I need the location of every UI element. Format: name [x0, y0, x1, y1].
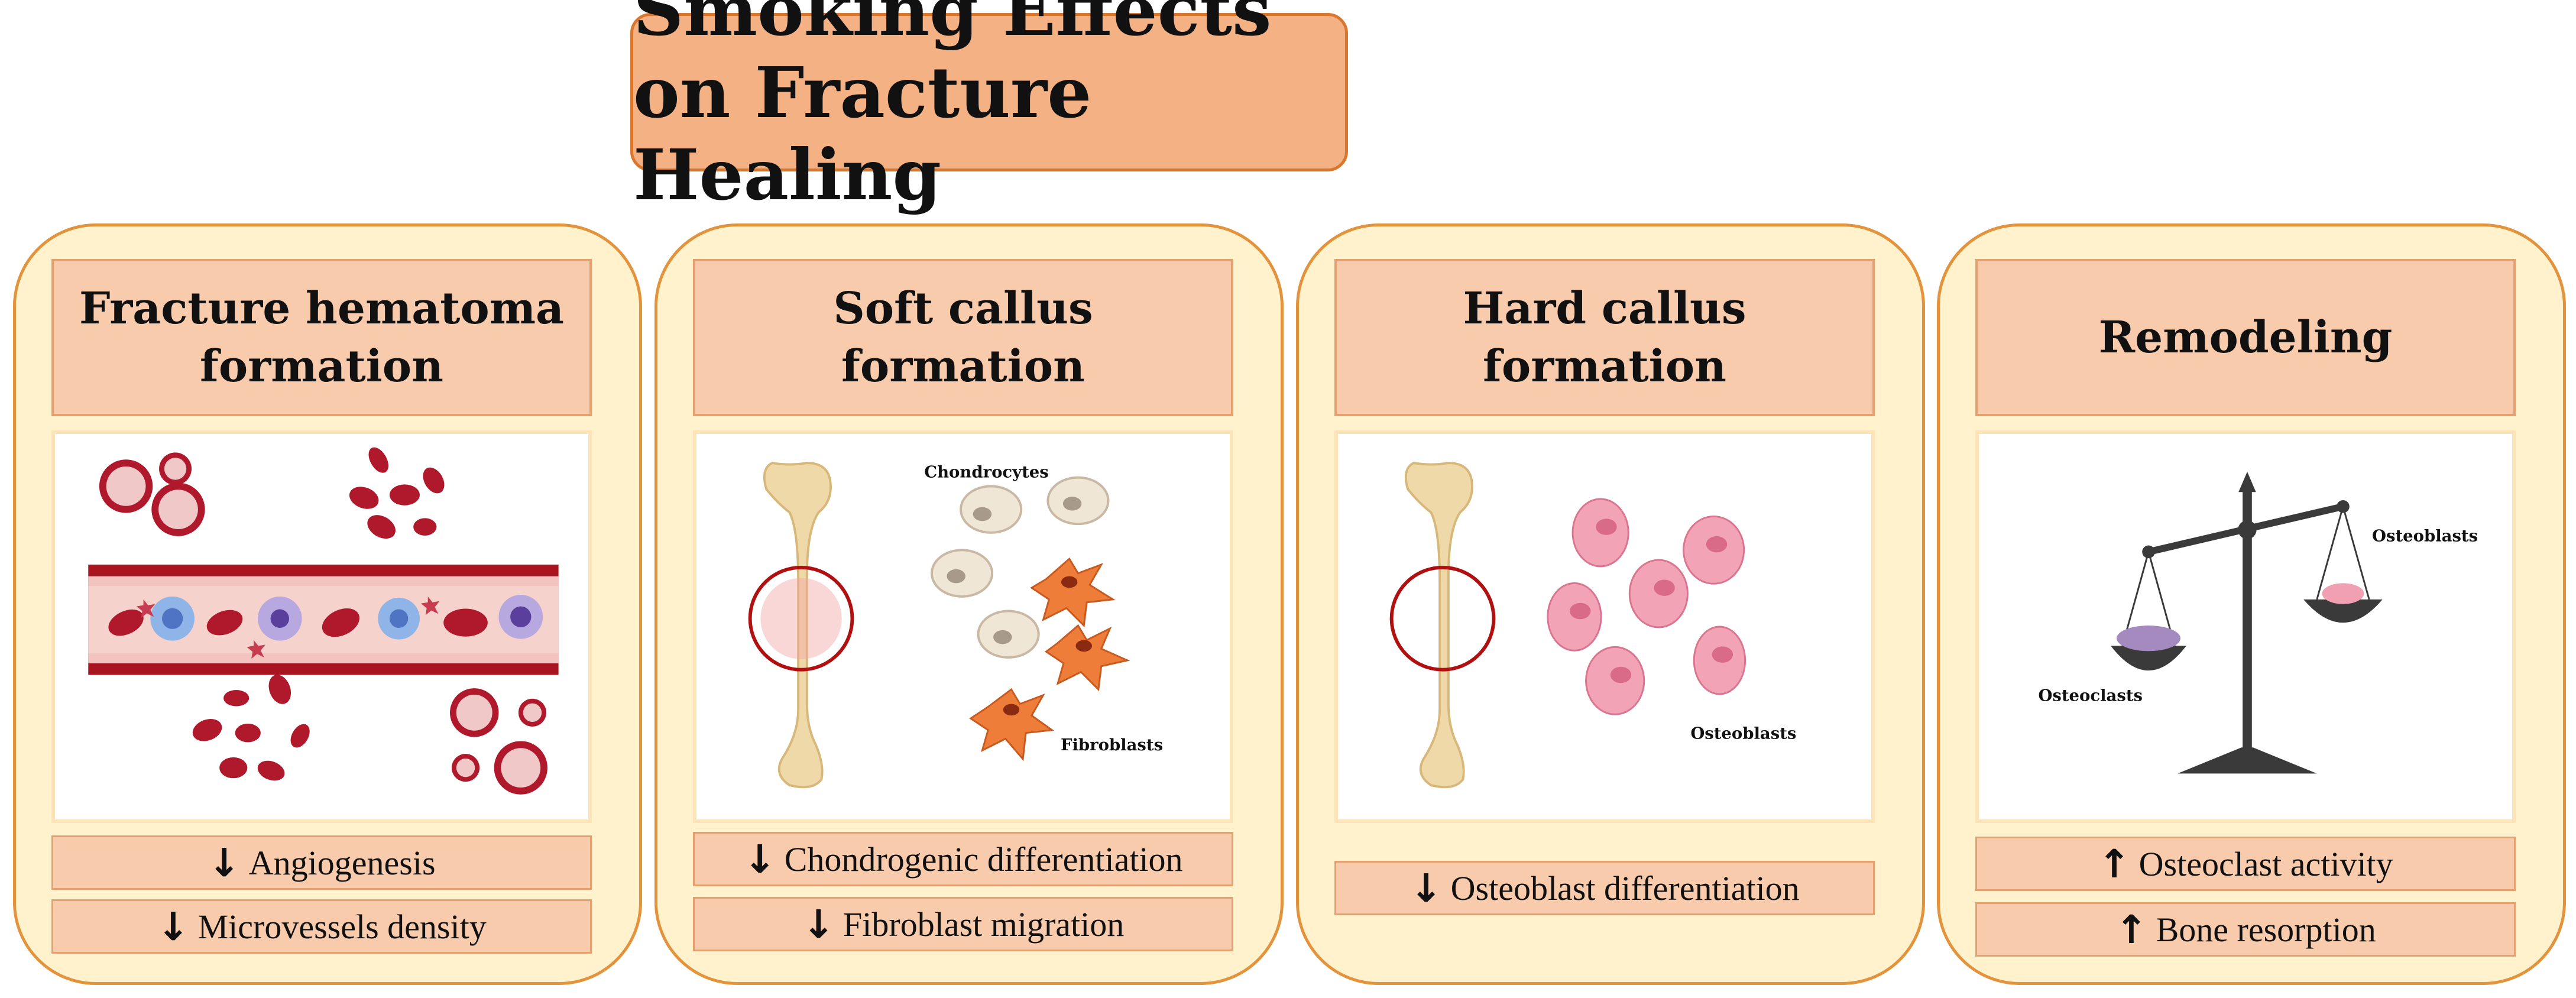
- panel-hard-callus: Hard callus formation Osteoblasts ↓ Oste…: [1296, 223, 1925, 985]
- scale-icon: [2111, 471, 2383, 774]
- down-arrow-icon: ↓: [208, 840, 241, 886]
- effect-text: Fibroblast migration: [843, 905, 1125, 944]
- illustration-soft-callus: Chondrocytes Fibroblasts: [693, 430, 1233, 823]
- effect-text: Chondrogenic differentiation: [784, 840, 1183, 879]
- balance-scale-svg: Osteoblasts Osteoclasts: [2038, 471, 2478, 774]
- osteoblasts-label: Osteoblasts: [2372, 527, 2478, 546]
- bone-icon: [763, 462, 832, 789]
- effect-text: Microvessels density: [197, 907, 487, 946]
- down-arrow-icon: ↓: [743, 836, 776, 882]
- effect-text: Osteoclast activity: [2138, 844, 2393, 883]
- effect-text: Bone resorption: [2156, 910, 2376, 949]
- panel-header: Fracture hematoma formation: [51, 259, 592, 416]
- osteoblasts-label: Osteoblasts: [1690, 724, 1796, 743]
- osteoclasts-label: Osteoclasts: [2038, 686, 2143, 705]
- effect-row: ↓ Angiogenesis: [51, 835, 592, 890]
- fibroblasts-label: Fibroblasts: [1061, 735, 1163, 754]
- title-box: Smoking Effects on Fracture Healing: [630, 0, 1348, 216]
- panel-soft-callus: Soft callus formation Chondrocytes Fibro…: [654, 223, 1284, 985]
- panel-header: Remodeling: [1975, 259, 2516, 416]
- osteoblast-cluster: [2322, 583, 2364, 604]
- illustration-blood-vessel: [51, 430, 592, 823]
- up-arrow-icon: ↑: [2098, 841, 2131, 887]
- effect-row: ↓ Osteoblast differentiation: [1334, 861, 1875, 915]
- effect-row: ↓ Fibroblast migration: [693, 897, 1233, 951]
- effect-row: ↓ Microvessels density: [51, 899, 592, 954]
- page-title: Smoking Effects on Fracture Healing: [633, 0, 1272, 216]
- chondrocytes-label: Chondrocytes: [924, 463, 1049, 482]
- panel-header: Soft callus formation: [693, 259, 1233, 416]
- bone-icon: [1404, 462, 1473, 789]
- fracture-ring: [1389, 565, 1496, 672]
- panel-header: Hard callus formation: [1334, 259, 1875, 416]
- down-arrow-icon: ↓: [802, 901, 835, 947]
- hard-callus-svg: Osteoblasts: [1389, 462, 1796, 789]
- osteoclast-cluster: [2117, 626, 2181, 652]
- illustration-hard-callus: Osteoblasts: [1334, 430, 1875, 823]
- panel-hematoma: Fracture hematoma formation: [13, 223, 642, 985]
- down-arrow-icon: ↓: [157, 903, 190, 950]
- fracture-ring: [748, 565, 854, 672]
- down-arrow-icon: ↓: [1409, 865, 1443, 911]
- illustration-balance-scale: Osteoblasts Osteoclasts: [1975, 430, 2516, 823]
- up-arrow-icon: ↑: [2115, 906, 2148, 952]
- effect-text: Osteoblast differentiation: [1450, 869, 1800, 908]
- soft-callus-svg: Chondrocytes Fibroblasts: [748, 462, 1163, 789]
- effect-row: ↓ Chondrogenic differentiation: [693, 832, 1233, 886]
- panel-remodeling: Remodeling Osteoblasts Osteoclasts: [1937, 223, 2566, 985]
- effect-row: ↑ Bone resorption: [1975, 902, 2516, 957]
- effect-row: ↑ Osteoclast activity: [1975, 837, 2516, 891]
- effect-text: Angiogenesis: [248, 843, 436, 882]
- blood-vessel-svg: [88, 447, 559, 795]
